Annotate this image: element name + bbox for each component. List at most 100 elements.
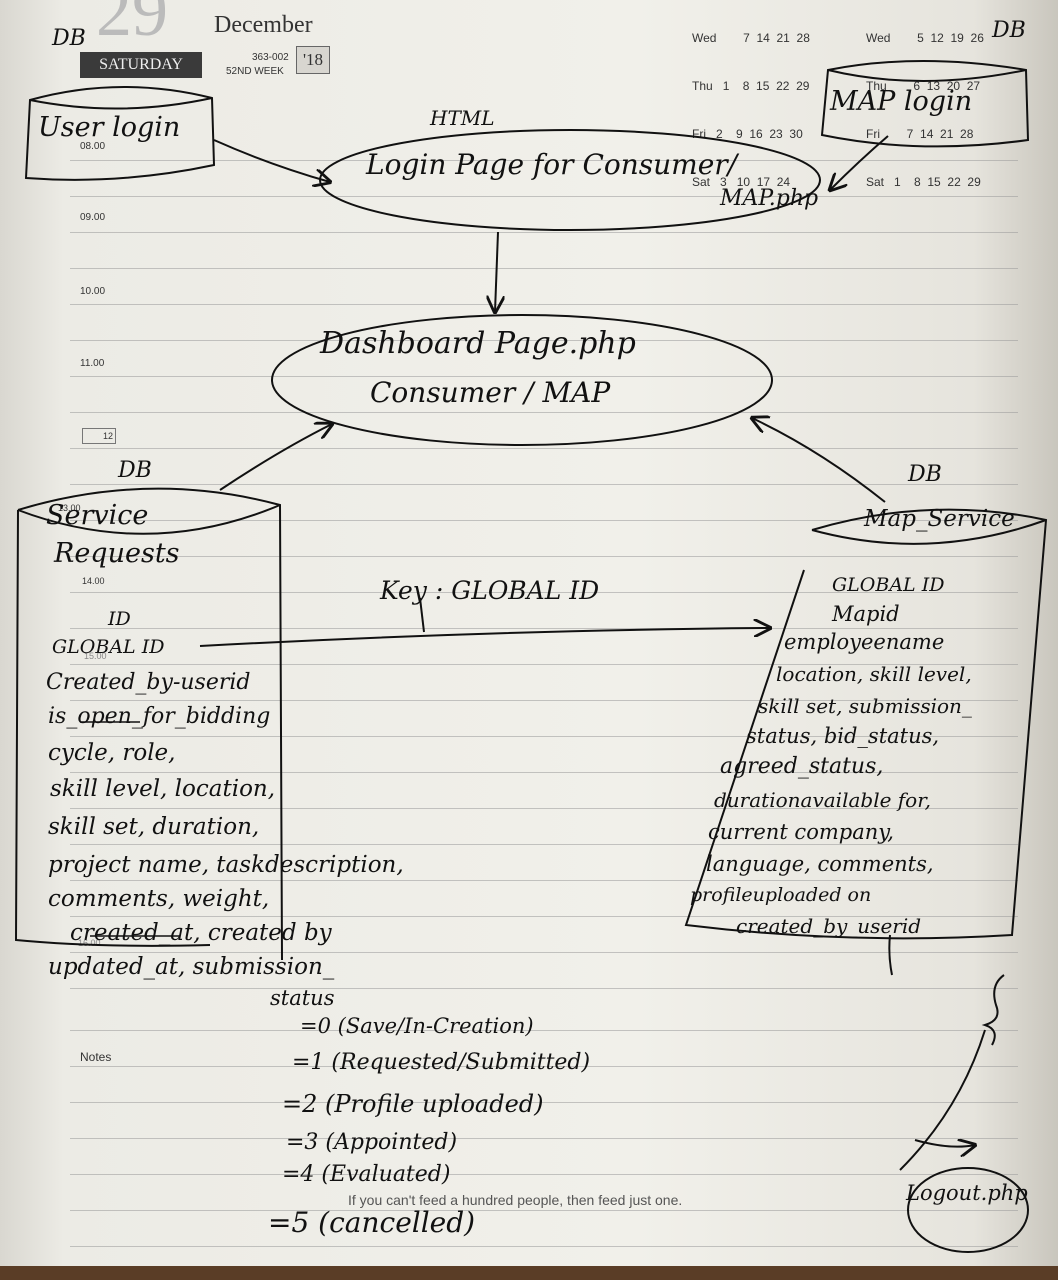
- map-field: GLOBAL ID: [832, 574, 945, 596]
- day-of-year: 363-002: [252, 52, 289, 63]
- ruled-line: [70, 520, 1018, 521]
- service-field: is_open_for_bidding: [48, 704, 271, 729]
- service-field: cycle, role,: [48, 740, 176, 766]
- db-label: DB: [992, 18, 1026, 43]
- db-label: DB: [908, 462, 942, 487]
- ruled-line: [70, 412, 1018, 413]
- map-field: status, bid_status,: [746, 724, 940, 748]
- ruled-line: [70, 376, 1018, 377]
- service-field: skill level, location,: [50, 776, 276, 802]
- service-field: created_at, created by: [70, 920, 332, 946]
- ruled-line: [70, 1102, 1018, 1103]
- time-label: 09.00: [80, 212, 106, 223]
- status-value: =1 (Requested/Submitted): [292, 1050, 591, 1075]
- map-field: current company,: [708, 820, 894, 844]
- ruled-line: [70, 1210, 1018, 1211]
- arrow-map-to-login: [830, 135, 889, 190]
- map-field: location, skill level,: [776, 662, 972, 686]
- time-label: 12: [82, 428, 116, 444]
- logout-label: Logout.php: [906, 1181, 1028, 1205]
- service-requests-db: [14, 487, 283, 961]
- ruled-line: [70, 1246, 1018, 1247]
- map-login-label: MAP login: [830, 86, 973, 117]
- calendar-row: Fri 7 14 21 28: [866, 127, 974, 141]
- ruled-line: [70, 484, 1018, 485]
- ruled-line: [70, 988, 1018, 989]
- ruled-line: [70, 268, 1018, 269]
- service-field: ID: [108, 608, 131, 630]
- map-field: agreed_status,: [720, 754, 884, 779]
- dashboard-sub-label: Consumer / MAP: [370, 376, 611, 409]
- calendar-row: Wed 5 12 19 26: [866, 31, 984, 45]
- ruled-line: [70, 304, 1018, 305]
- quote: If you can't feed a hundred people, then…: [348, 1192, 683, 1208]
- service-requests-title: Requests: [54, 538, 180, 569]
- user-login-label: User login: [38, 112, 181, 143]
- ruled-line: [70, 196, 1018, 197]
- ruled-line: [70, 772, 1018, 773]
- brace: [981, 974, 1005, 1046]
- map-field: employeename: [784, 630, 945, 654]
- service-requests-title: Service: [46, 500, 149, 531]
- ruled-line: [70, 160, 1018, 161]
- time-label: 10.00: [80, 286, 106, 297]
- html-label: HTML: [430, 106, 495, 130]
- arrow-key-link: [199, 628, 770, 647]
- service-field: updated_at, submission_: [48, 954, 335, 980]
- map-field: Mapid: [832, 602, 900, 626]
- ruled-line: [70, 736, 1018, 737]
- table-surface: [0, 1266, 1058, 1280]
- day-number: 29: [96, 0, 168, 51]
- dashboard-ellipse: [271, 314, 773, 446]
- arrow-service-to-dashboard: [219, 424, 332, 491]
- arrow-user-to-login: [213, 139, 330, 182]
- calendar-row: Thu 6 13 20 27: [866, 79, 981, 93]
- service-field: comments, weight,: [48, 886, 270, 912]
- map-field: durationavailable for,: [714, 788, 931, 812]
- status-value: =2 (Profile uploaded): [282, 1090, 544, 1118]
- arrow-mapservice-to-dashboard: [752, 418, 886, 503]
- status-value: =4 (Evaluated): [282, 1162, 451, 1187]
- weekday-label: SATURDAY: [80, 52, 202, 78]
- time-label: 11.00: [80, 358, 105, 369]
- month-label: December: [214, 12, 313, 38]
- service-field: Created_by-userid: [46, 670, 251, 695]
- ruled-line: [70, 952, 1018, 953]
- ruled-line: [70, 1174, 1018, 1175]
- map-login-db: [820, 60, 1030, 148]
- dashboard-label: Dashboard Page.php: [320, 326, 636, 361]
- service-field: status: [270, 986, 335, 1010]
- ruled-line: [70, 628, 1018, 629]
- calendar-row: Wed 7 14 21 28: [692, 31, 810, 45]
- map-field: profileuploaded on: [690, 884, 872, 906]
- map-service-title: Map_Service: [864, 506, 1015, 532]
- notes-label: Notes: [80, 1050, 112, 1064]
- time-label: 16.00: [78, 938, 101, 948]
- year-label: '18: [296, 46, 330, 74]
- ruled-line: [70, 844, 1018, 845]
- ruled-line: [70, 880, 1018, 881]
- key-marker: [419, 597, 425, 633]
- map-field: language, comments,: [706, 852, 934, 876]
- ruled-line: [70, 1066, 1018, 1067]
- login-page-label: Login Page for Consumer/: [366, 148, 738, 181]
- map-field: created_by_userid: [736, 914, 922, 938]
- time-label: 08.00: [80, 141, 106, 152]
- mini-calendar-left: Wed 7 14 21 28 Thu 1 8 15 22 29 Fri 2 9 …: [692, 0, 810, 222]
- ruled-line: [70, 556, 1018, 557]
- logout-ellipse: [907, 1167, 1029, 1253]
- status-value: =5 (cancelled): [268, 1206, 476, 1239]
- calendar-row: Sat 3 10 17 24: [692, 175, 791, 189]
- calendar-row: Sat 1 8 15 22 29: [866, 175, 981, 189]
- login-page-map-label: MAP.php: [720, 186, 819, 211]
- mini-calendar-right: Wed 5 12 19 26 Thu 6 13 20 27 Fri 7 14 2…: [866, 0, 984, 222]
- arrow-into-logout: [914, 1140, 975, 1147]
- ruled-line: [70, 592, 1018, 593]
- status-value: =3 (Appointed): [286, 1130, 458, 1155]
- calendar-row: Fri 2 9 16 23 30: [692, 127, 803, 141]
- db-label: DB: [52, 26, 86, 51]
- ruled-line: [70, 664, 1018, 665]
- ruled-line: [70, 700, 1018, 701]
